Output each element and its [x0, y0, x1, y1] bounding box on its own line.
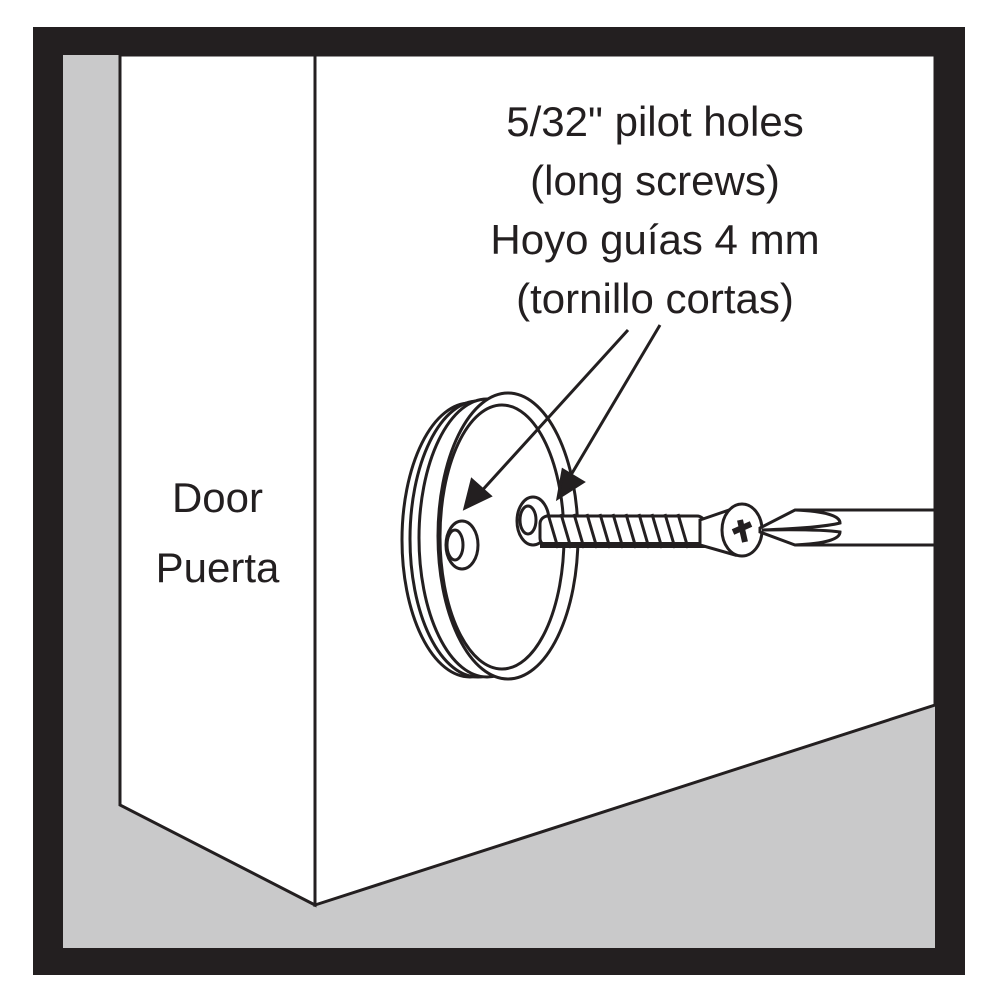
door-label-es: Puerta — [155, 544, 280, 591]
callout-line: 5/32" pilot holes — [506, 98, 804, 145]
arrow-right — [566, 324, 662, 481]
callout-line: (long screws) — [530, 157, 780, 204]
pilot-hole-left — [444, 519, 480, 571]
callout-line: Hoyo guías 4 mm — [490, 216, 820, 263]
arrow-left-head — [462, 477, 493, 511]
callout-line: (tornillo cortas) — [516, 275, 794, 322]
arrow-right-head — [555, 467, 586, 502]
door-label: Door Puerta — [120, 463, 315, 603]
callout-arrows — [462, 324, 662, 511]
screw-icon — [538, 502, 764, 558]
arrow-left — [476, 328, 630, 497]
door-label-en: Door — [171, 474, 264, 521]
door-stop-bumper — [400, 391, 580, 681]
door-face — [313, 53, 937, 908]
pilot-hole-callout: 5/32" pilot holes (long screws) Hoyo guí… — [435, 92, 875, 328]
screwdriver-icon — [758, 508, 937, 547]
